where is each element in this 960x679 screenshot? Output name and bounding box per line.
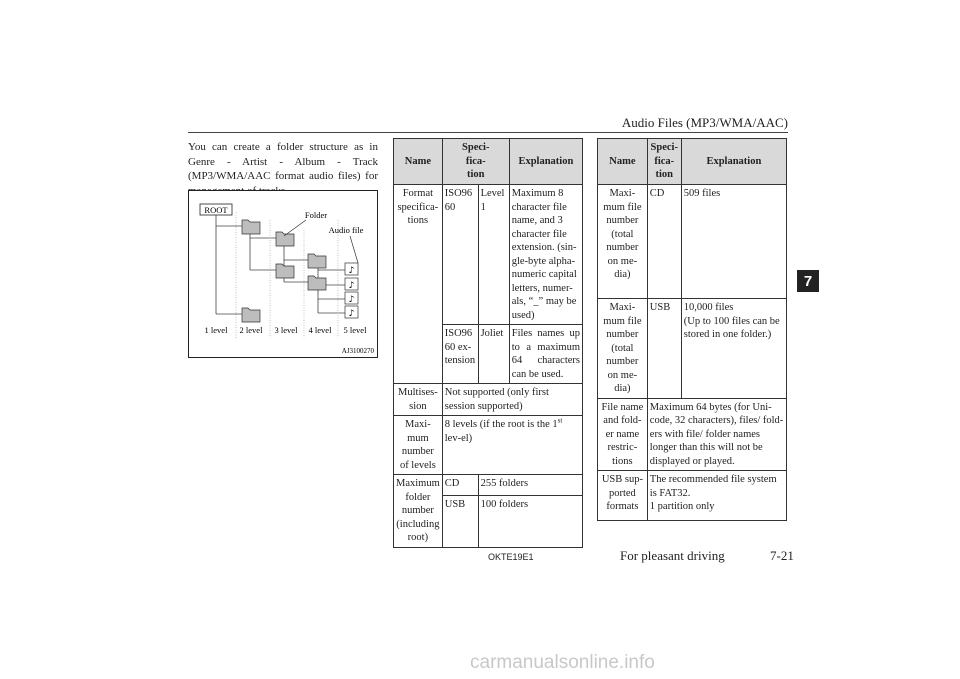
max-levels-name: Maxi- mum number of levels <box>393 415 443 475</box>
col-header-spec: Speci- fica- tion <box>646 138 682 185</box>
folder-icon <box>241 307 261 323</box>
root-label: ROOT <box>204 205 228 215</box>
ext-spec: ISO96 60 ex- tension <box>441 324 479 384</box>
music-note-icon: ♪ <box>349 295 355 305</box>
cd-spec: CD <box>646 184 682 299</box>
folder-icon <box>307 275 327 291</box>
name-restrictions-name: File name and fold- er name restric- tio… <box>597 397 648 471</box>
folder-callout-label: Folder <box>305 210 327 220</box>
max-file-name-usb: Maxi- mum file number (total number on m… <box>597 298 648 399</box>
level-label: 4 level <box>309 325 333 335</box>
page-header-title: Audio Files (MP3/WMA/AAC) <box>621 115 788 130</box>
chapter-tab: 7 <box>797 270 819 292</box>
level-label: 3 level <box>275 325 299 335</box>
level-dividers <box>235 212 339 338</box>
tree-lines <box>215 215 345 315</box>
file-limits-table: Name Speci- fica- tion Explanation Maxi-… <box>597 138 788 521</box>
multisession-name: Multises- sion <box>393 383 443 416</box>
folder-structure-figure: ROOT ♪ ♪ ♪ ♪ <box>188 190 378 358</box>
audio-file-callout-label: Audio file <box>329 225 364 235</box>
max-folder-name: Maximum folder number (including root) <box>393 474 443 548</box>
audio-file-icon <box>344 305 359 319</box>
format-spec-table: Name Speci- fica- tion Explanation Forma… <box>393 138 584 548</box>
audio-file-icon <box>344 291 359 305</box>
callout-lines <box>283 219 359 264</box>
usb-formats-name: USB sup- ported formats <box>597 470 648 521</box>
music-note-icon: ♪ <box>349 281 355 291</box>
col-header-name: Name <box>393 138 443 185</box>
audio-file-icons: ♪ ♪ ♪ ♪ <box>344 262 359 319</box>
format-spec-name: Format specifica- tions <box>393 184 443 384</box>
level-label: 1 level <box>205 325 229 335</box>
level-label: 2 level <box>240 325 264 335</box>
usb-spec: USB <box>646 298 682 399</box>
usb-value: 100 folders <box>477 495 584 548</box>
header-rule <box>188 132 788 133</box>
folder-icon <box>275 231 295 247</box>
figure-code: AJ3100270 <box>342 347 375 355</box>
cd-label: CD <box>441 473 479 497</box>
cd-value: 255 folders <box>477 473 584 497</box>
footer-section-title: For pleasant driving <box>620 548 725 563</box>
joliet-explanation: Files names up to a maximum 64 character… <box>508 324 584 384</box>
usb-file-limit: 10,000 files (Up to 100 files can be sto… <box>680 298 788 399</box>
col-header-explanation: Explanation <box>680 138 788 185</box>
audio-file-icon <box>344 262 359 276</box>
folder-icon <box>275 263 295 279</box>
max-levels-explanation: 8 levels (if the root is the 1st lev-el) <box>441 415 584 475</box>
folder-icons <box>241 219 327 323</box>
max-file-name-cd: Maxi- mum file number (total number on m… <box>597 184 648 299</box>
col-header-spec: Speci- fica- tion <box>441 138 510 185</box>
usb-formats-explanation: The recommended file system is FAT32. 1 … <box>646 470 788 521</box>
music-note-icon: ♪ <box>349 266 355 276</box>
usb-label: USB <box>441 495 479 548</box>
level-label: Level 1 <box>477 184 510 325</box>
name-restrictions-explanation: Maximum 64 bytes (for Uni-code, 32 chara… <box>646 397 788 471</box>
level-label: 5 level <box>344 325 368 335</box>
level-explanation: Maximum 8 character file name, and 3 cha… <box>508 184 584 325</box>
page-number: 7-21 <box>770 548 794 563</box>
document-code: OKTE19E1 <box>488 552 534 562</box>
watermark: carmanualsonline.info <box>470 652 655 673</box>
multisession-explanation: Not supported (only first session suppor… <box>441 383 584 416</box>
folder-icon <box>241 219 261 235</box>
folder-icon <box>307 253 327 269</box>
joliet-label: Joliet <box>477 324 510 384</box>
cd-file-limit: 509 files <box>680 184 788 299</box>
iso-spec: ISO96 60 <box>441 184 479 325</box>
music-note-icon: ♪ <box>349 309 355 319</box>
col-header-explanation: Explanation <box>508 138 584 185</box>
audio-file-icon <box>344 277 359 291</box>
col-header-name: Name <box>597 138 648 185</box>
